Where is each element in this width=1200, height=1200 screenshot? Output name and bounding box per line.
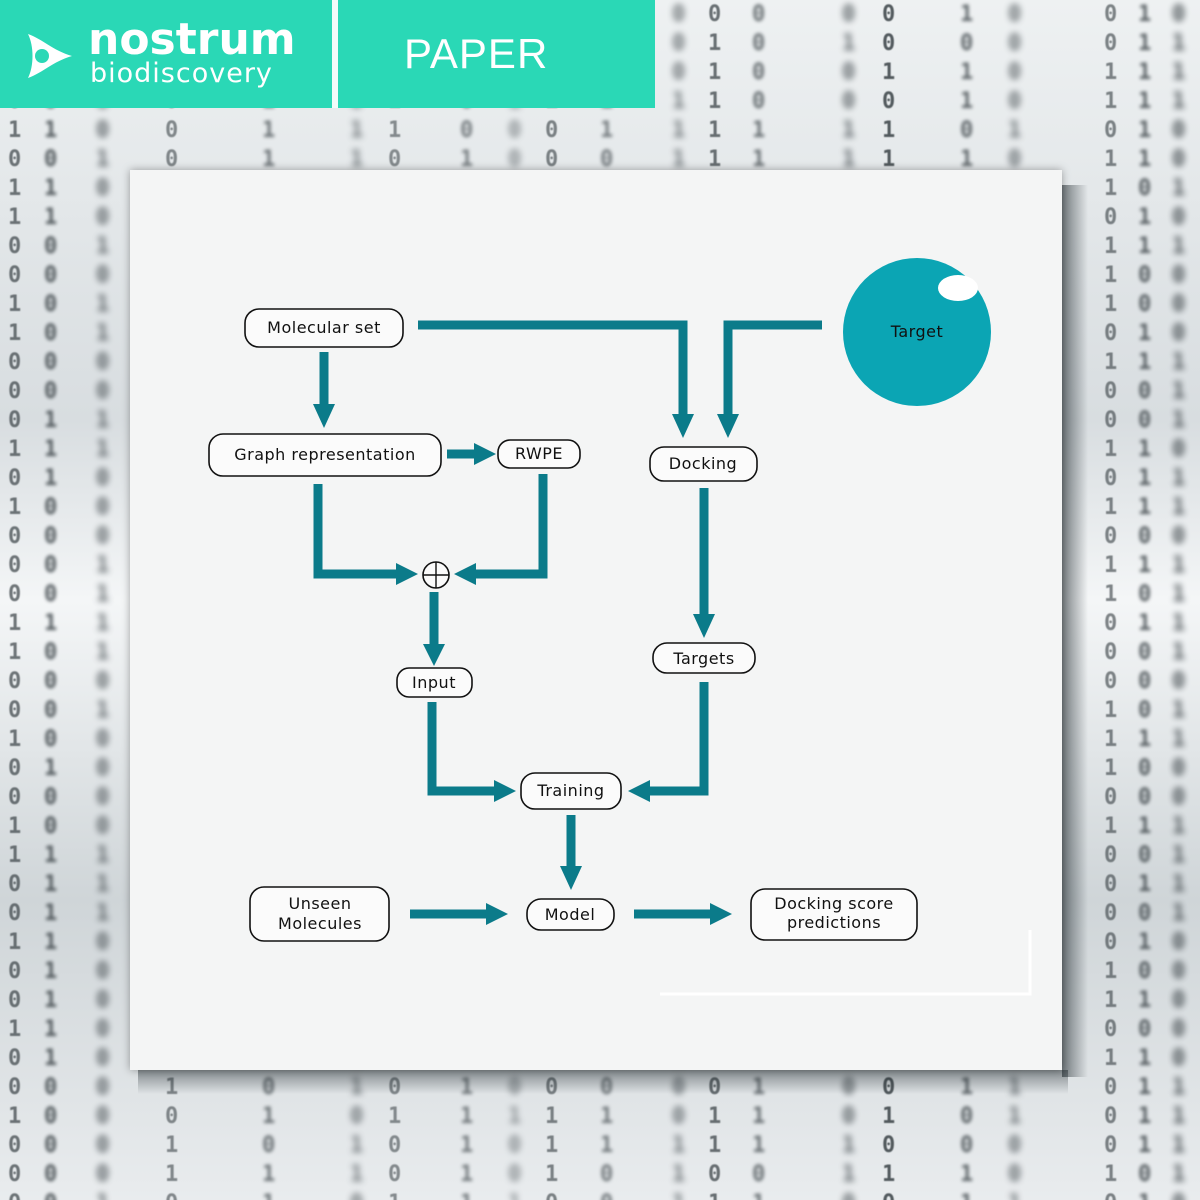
node-docking: Docking xyxy=(649,446,758,482)
node-training-label: Training xyxy=(536,781,604,800)
edge-molecular-set-to-graph-representation xyxy=(313,352,335,428)
target-highlight xyxy=(938,275,978,301)
flow-connectors xyxy=(313,320,822,925)
brand-subtitle: biodiscovery xyxy=(90,58,273,89)
node-unseen-molecules-line-1: Unseen xyxy=(288,894,351,913)
brand-logo: nostrum biodiscovery xyxy=(0,0,330,108)
edge-input-to-training xyxy=(427,702,516,802)
node-input: Input xyxy=(396,667,473,698)
node-predictions-line-1: Docking score xyxy=(774,894,894,913)
node-molecular-set-label: Molecular set xyxy=(267,318,381,337)
edge-rwpe-to-combine xyxy=(454,474,548,585)
node-unseen-molecules-line-2: Molecules xyxy=(278,914,362,933)
node-training: Training xyxy=(520,772,622,810)
node-input-label: Input xyxy=(412,673,456,692)
edge-combine-to-input xyxy=(423,592,445,666)
node-combine xyxy=(422,561,450,589)
node-molecular-set: Molecular set xyxy=(244,308,404,348)
header-divider xyxy=(332,0,338,108)
node-docking-label: Docking xyxy=(669,454,737,473)
node-graph-representation-label: Graph representation xyxy=(234,445,416,464)
nostrum-logo-icon xyxy=(28,34,72,78)
edge-model-to-predictions xyxy=(634,903,732,925)
edge-training-to-model xyxy=(560,815,582,890)
header-banner: nostrum biodiscovery PAPER xyxy=(0,0,655,108)
node-targets-label: Targets xyxy=(672,649,734,668)
edge-molecular-set-to-docking xyxy=(418,320,694,438)
node-predictions-line-2: predictions xyxy=(787,913,881,932)
section-label: PAPER xyxy=(404,30,549,77)
node-rwpe: RWPE xyxy=(497,439,581,469)
edge-graph-representation-to-combine xyxy=(313,484,418,585)
node-model-label: Model xyxy=(545,905,596,924)
node-targets: Targets xyxy=(652,642,756,674)
brand-name: nostrum xyxy=(88,14,296,65)
node-rwpe-label: RWPE xyxy=(515,444,563,463)
edge-docking-to-targets xyxy=(693,488,715,638)
edge-graph-representation-to-rwpe xyxy=(447,443,496,465)
edge-target-to-docking xyxy=(717,320,822,438)
edge-unseen-molecules-to-model xyxy=(410,903,508,925)
node-target: Target xyxy=(843,258,991,406)
node-unseen-molecules: Unseen Molecules xyxy=(249,886,390,942)
node-model: Model xyxy=(526,898,615,931)
card-shadow xyxy=(138,1070,1068,1094)
card-shadow xyxy=(1062,185,1088,1077)
node-graph-representation: Graph representation xyxy=(208,433,442,477)
node-docking-score-predictions: Docking score predictions xyxy=(750,888,918,941)
card-highlight-line xyxy=(660,930,1032,996)
node-target-label: Target xyxy=(890,322,944,341)
edge-targets-to-training xyxy=(628,682,709,802)
